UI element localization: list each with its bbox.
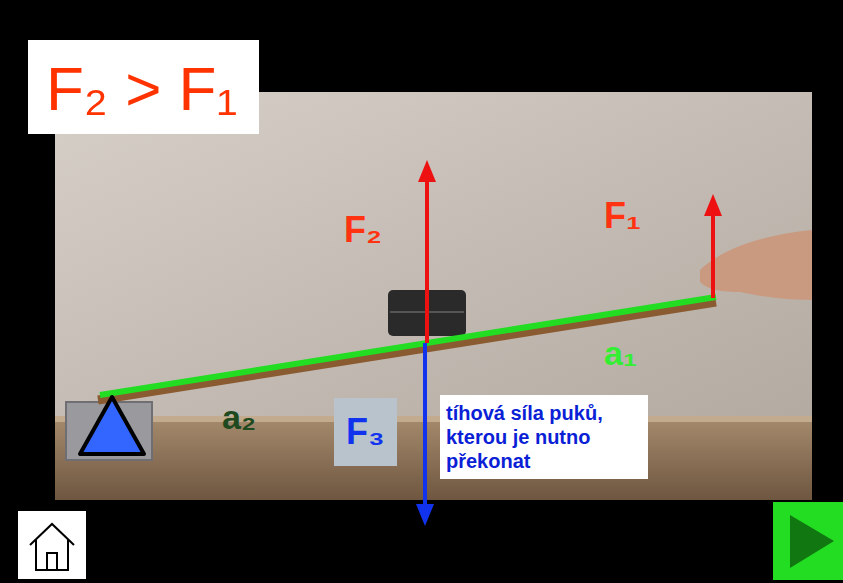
fulcrum-triangle (80, 397, 144, 454)
force-label: F₁ (604, 198, 641, 234)
node-text: tíhová síla puků, kterou je nutno překon… (446, 401, 642, 473)
force-label: F₂ (344, 212, 382, 248)
table-edge (55, 416, 812, 422)
force-arrow (711, 212, 715, 298)
note-box: tíhová síla puků, kterou je nutno překon… (440, 395, 648, 479)
next-button (773, 502, 843, 580)
force-arrow (425, 178, 429, 343)
play-icon (790, 515, 834, 568)
home-icon (30, 524, 74, 570)
table-photo (55, 418, 812, 500)
weight-arrow (423, 343, 427, 508)
arm-label: a₂ (222, 400, 256, 434)
arrow-head (416, 504, 434, 526)
arrow-head (418, 160, 436, 182)
title-box: F₂ > F₁ (28, 40, 259, 134)
home-button (17, 510, 87, 580)
wall-photo (55, 92, 812, 422)
lever-arm-line (100, 297, 716, 395)
title: F₂ > F₁ (46, 54, 237, 123)
hand (700, 230, 812, 300)
symbol-box: F₃ (334, 398, 397, 466)
node-text: F₃ (346, 410, 385, 453)
arrow-head (704, 194, 722, 216)
arm-label: a₁ (604, 336, 637, 370)
